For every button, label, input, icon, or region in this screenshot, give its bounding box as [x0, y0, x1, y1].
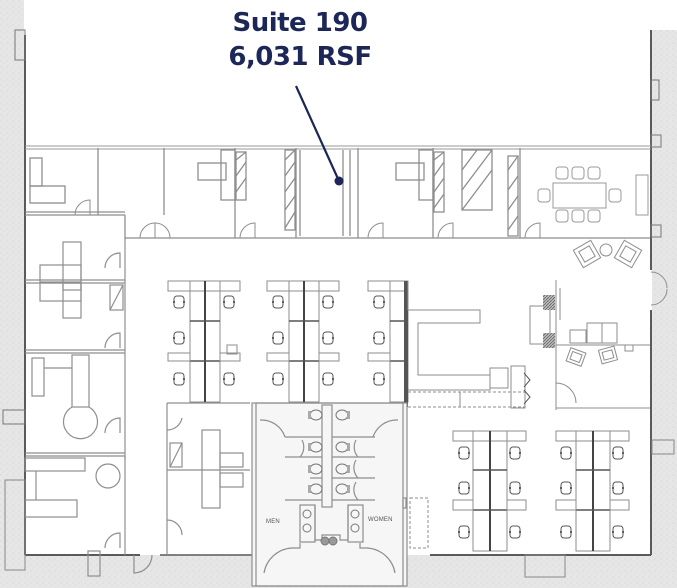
restroom-women-label: WOMEN — [368, 517, 393, 523]
window-line — [25, 145, 651, 150]
suite-heading: Suite 190 6,031 RSF — [200, 6, 400, 74]
suite-callout — [294, 85, 344, 186]
restroom-fixtures — [302, 409, 360, 546]
top-offices — [25, 148, 650, 239]
reception-area — [404, 239, 668, 410]
suite-area: 6,031 RSF — [228, 42, 372, 72]
left-offices — [24, 238, 153, 577]
exterior-walls — [2, 29, 675, 578]
suite-number: Suite 190 — [232, 8, 368, 38]
workstations-north — [167, 280, 409, 403]
restroom-men-label: MEN — [266, 519, 280, 525]
restrooms — [251, 402, 408, 587]
workstations-south — [409, 430, 630, 552]
conference-table — [537, 166, 649, 223]
doors-top — [74, 199, 541, 239]
center-office — [166, 402, 250, 555]
